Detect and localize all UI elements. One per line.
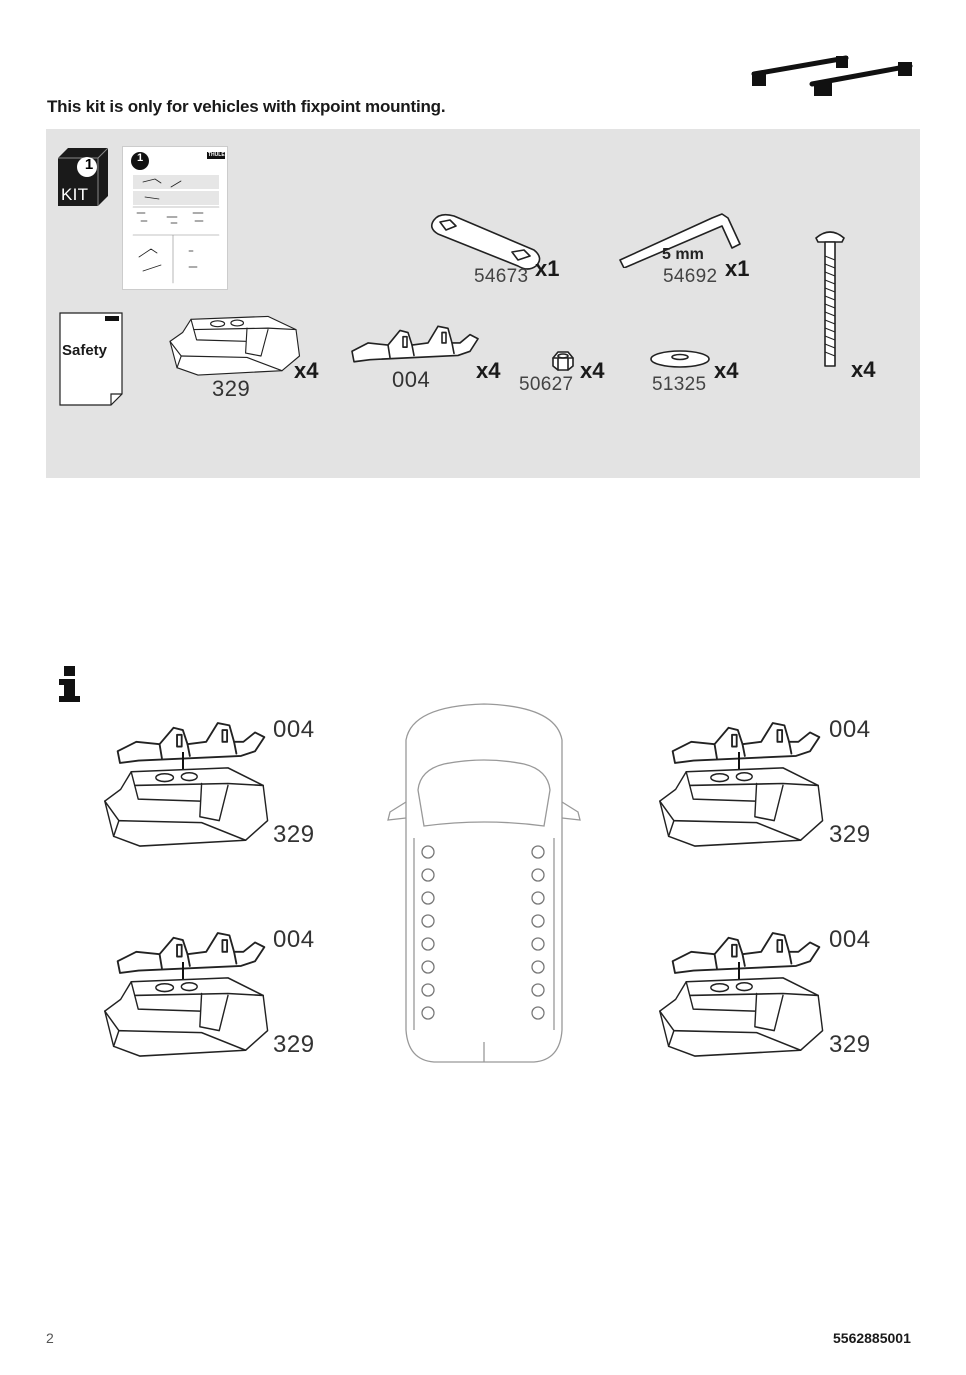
fixpoint-dots-right	[531, 845, 545, 1020]
label-329-top-left: 329	[273, 821, 315, 848]
manual-step-number: 1	[136, 152, 144, 164]
qty-bolt: x4	[851, 357, 876, 382]
part-number-50627: 50627	[519, 374, 574, 395]
vehicle-top-view	[387, 703, 581, 1063]
qty-329: x4	[294, 358, 319, 383]
page-number: 2	[46, 1330, 54, 1346]
page-heading: This kit is only for vehicles with fixpo…	[47, 97, 446, 116]
label-329-top-right: 329	[829, 821, 871, 848]
info-icon	[59, 666, 80, 702]
part-number-54692: 54692	[663, 266, 718, 287]
qty-004: x4	[476, 358, 501, 383]
label-004-top-right: 004	[829, 716, 871, 743]
qty-54673: x1	[535, 256, 560, 281]
fixpoint-dots-left	[421, 845, 435, 1020]
label-329-bottom-left: 329	[273, 1031, 315, 1058]
safety-label: Safety	[62, 342, 108, 359]
label-004-bottom-left: 004	[273, 926, 315, 953]
document-number: 5562885001	[833, 1330, 911, 1346]
label-004-top-left: 004	[273, 716, 315, 743]
kit-number: 1	[84, 156, 94, 173]
washer-51325-icon	[650, 350, 710, 368]
qty-54692: x1	[725, 256, 750, 281]
part-number-54673: 54673	[474, 266, 529, 287]
nut-50627-icon	[552, 351, 574, 371]
pad-004-icon	[351, 325, 479, 363]
instruction-manual-thumbnail: 1 THULE	[122, 146, 228, 290]
part-number-004: 004	[392, 367, 431, 392]
label-004-bottom-right: 004	[829, 926, 871, 953]
part-number-51325: 51325	[652, 374, 707, 395]
safety-leaflet-icon	[59, 312, 123, 406]
kit-box-icon	[58, 148, 108, 206]
bolt-icon	[815, 231, 845, 367]
assembly-foot-329-bottom-left	[104, 977, 269, 1057]
label-329-bottom-right: 329	[829, 1031, 871, 1058]
qty-50627: x4	[580, 358, 605, 383]
assembly-foot-329-top-right	[659, 767, 824, 847]
assembly-foot-329-bottom-right	[659, 977, 824, 1057]
manual-brand-label: THULE	[208, 152, 225, 158]
hex-key-size: 5 mm	[662, 246, 704, 263]
hex-key-54692	[619, 213, 741, 268]
qty-51325: x4	[714, 358, 739, 383]
foot-329-icon	[169, 315, 301, 376]
part-number-329: 329	[212, 376, 251, 401]
roof-bars-icon	[751, 55, 913, 96]
tool-plate-54673	[430, 213, 541, 270]
assembly-foot-329-top-left	[104, 767, 269, 847]
kit-label: KIT	[61, 185, 89, 204]
